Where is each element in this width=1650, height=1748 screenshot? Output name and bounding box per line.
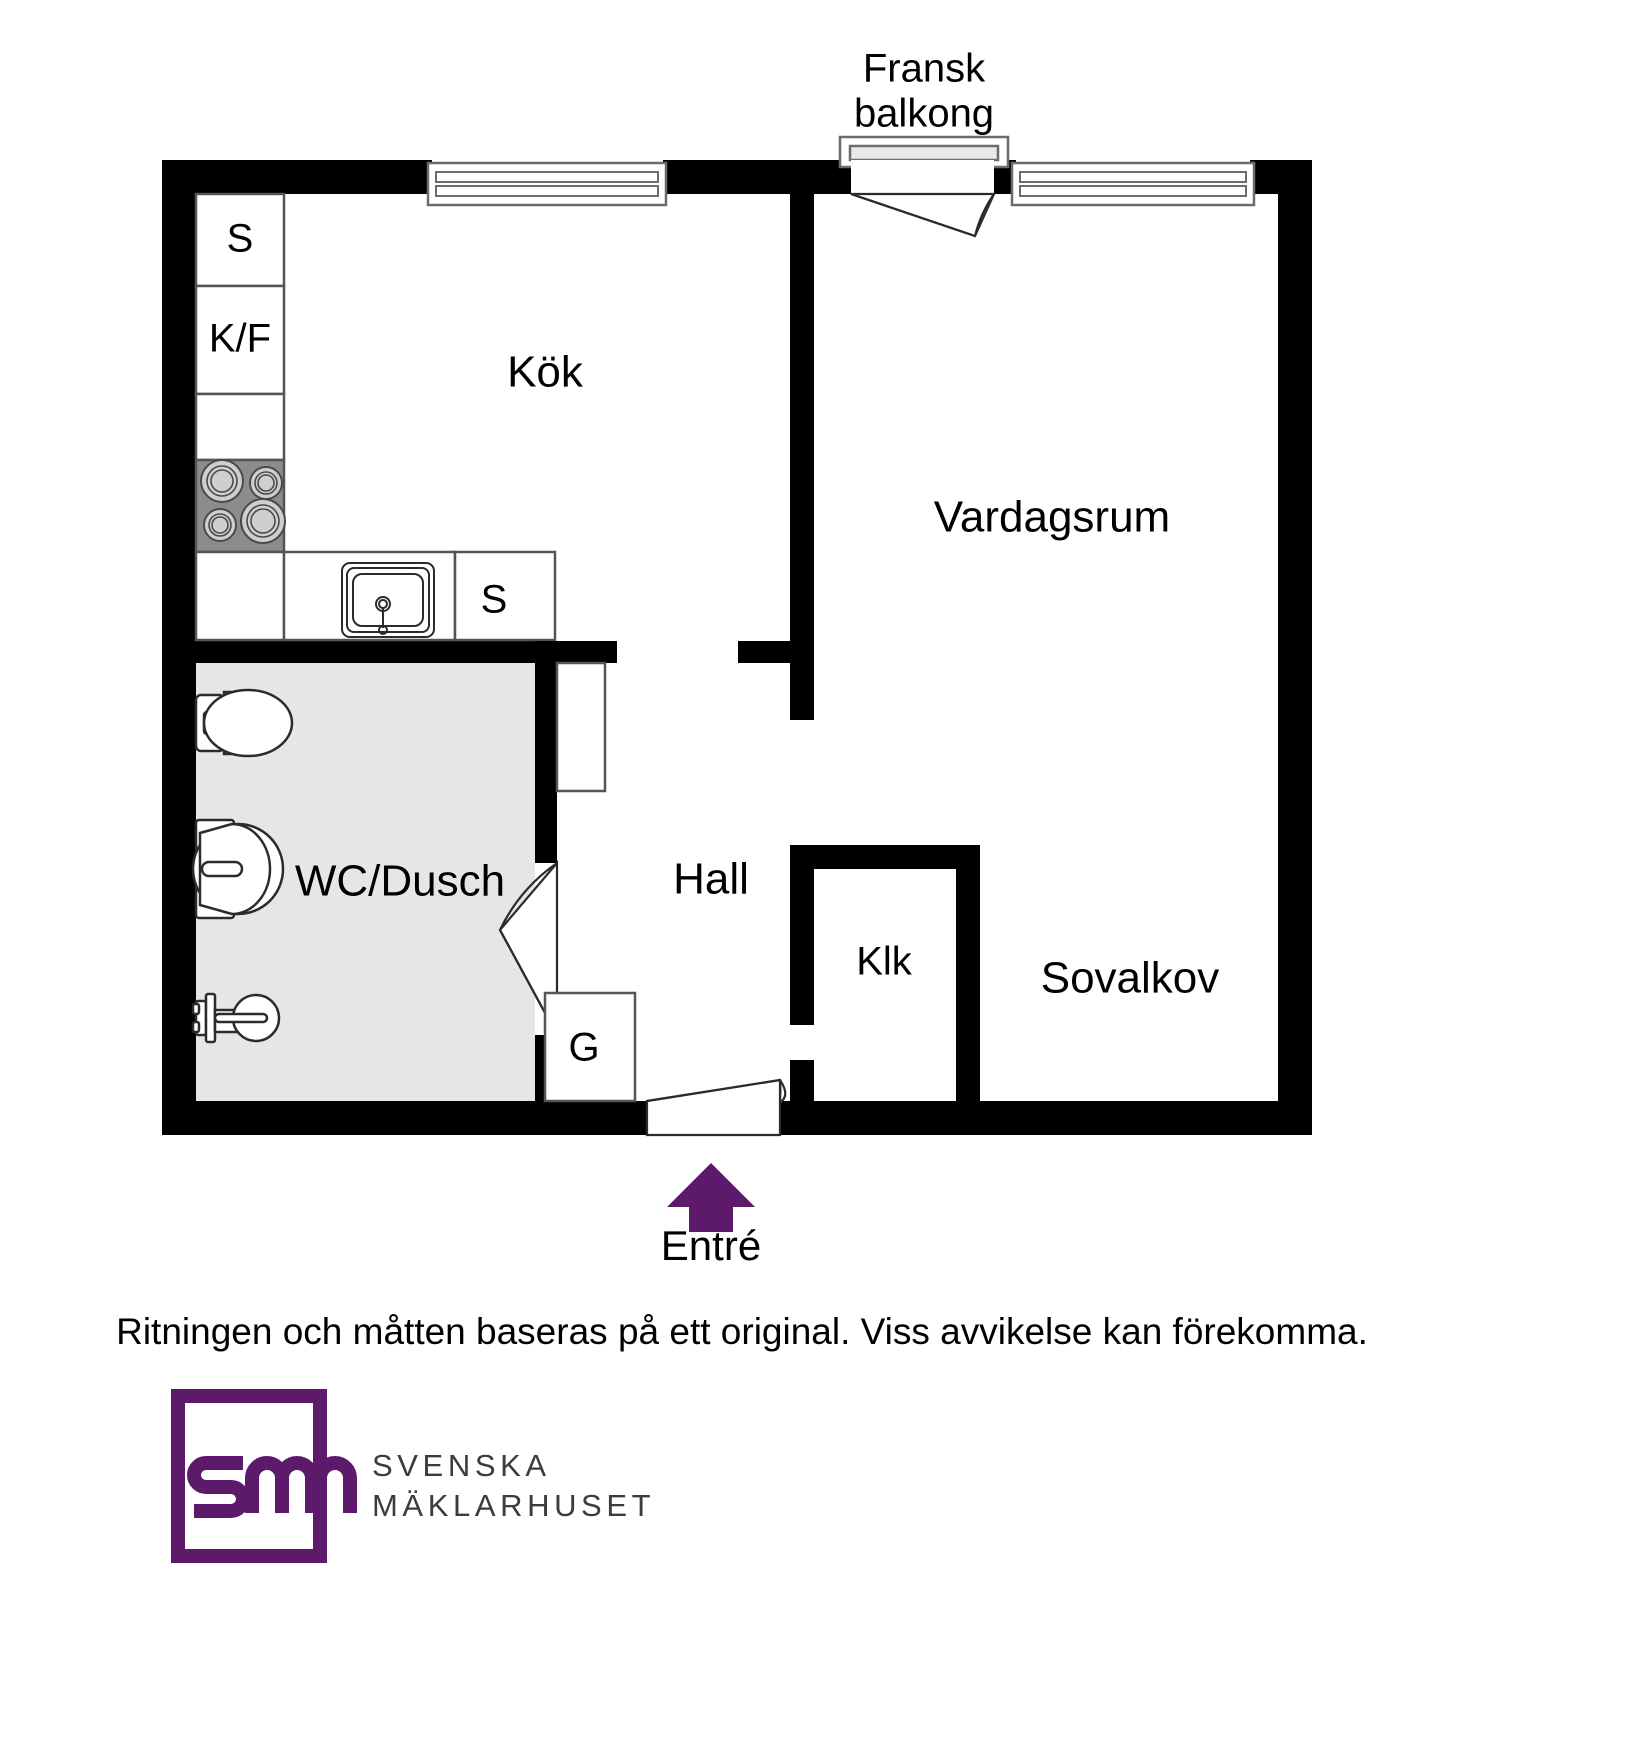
logo-letter-h xyxy=(313,1396,357,1513)
label-cabinet-s-top: S xyxy=(227,217,254,261)
entrance-arrow-icon xyxy=(667,1163,755,1232)
wash-basin xyxy=(191,818,285,920)
smh-logo: SVENSKA MÄKLARHUSET xyxy=(171,1389,655,1563)
label-cabinet-s-counter: S xyxy=(481,578,508,622)
shower-mixer xyxy=(191,992,281,1044)
wall-top-mid xyxy=(663,160,851,194)
french-balcony xyxy=(838,135,1010,238)
wall-living-stub xyxy=(738,641,814,663)
label-cabinet-kf: K/F xyxy=(209,317,271,361)
wall-kitchen-living xyxy=(790,160,814,720)
room-label-vardagsrum: Vardagsrum xyxy=(934,493,1170,542)
cabinet-s-counter xyxy=(453,550,557,642)
wall-bottom-left xyxy=(162,1101,647,1135)
wall-right xyxy=(1278,160,1312,1135)
kitchen-cabinet-run-left xyxy=(194,192,286,642)
kitchen-counter-run-bottom xyxy=(282,550,617,663)
room-label-hall: Hall xyxy=(673,855,749,904)
living-room-window xyxy=(1010,161,1256,207)
cabinet-lower-left xyxy=(194,550,286,642)
wall-bath-top xyxy=(162,641,617,663)
room-label-wc-dusch: WC/Dusch xyxy=(295,857,505,906)
cabinet-s-top xyxy=(194,192,286,288)
toilet xyxy=(194,688,294,758)
entrance-door xyxy=(645,1078,787,1137)
room-label-kok: Kök xyxy=(507,348,584,397)
logo-word-maklarhuset: MÄKLARHUSET xyxy=(372,1488,655,1523)
cabinet-plain xyxy=(194,392,286,462)
wall-top-pier xyxy=(994,160,1016,194)
balcony-label-line1: Fransk xyxy=(863,47,986,91)
logo-frame-icon xyxy=(171,1389,327,1563)
wall-hall-klk-left-lower xyxy=(790,1060,814,1135)
room-label-klk: Klk xyxy=(856,940,913,984)
cabinet-kf xyxy=(194,284,286,396)
hall-niche-upper xyxy=(555,661,607,793)
closet-g xyxy=(543,991,637,1103)
logo-letter-s xyxy=(187,1456,250,1518)
counter-edge-extension xyxy=(535,641,617,663)
kitchen-window xyxy=(426,161,668,207)
wall-hall-klk-left xyxy=(790,845,814,1025)
label-closet-g: G xyxy=(568,1026,599,1070)
wall-bath-right-upper xyxy=(535,641,557,863)
room-label-sovalkov: Sovalkov xyxy=(1041,954,1220,1003)
wall-klk-top xyxy=(790,845,980,869)
logo-letter-m xyxy=(245,1456,319,1513)
disclaimer-text: Ritningen och måtten baseras på ett orig… xyxy=(116,1311,1368,1352)
logo-word-svenska: SVENSKA xyxy=(372,1448,551,1483)
kitchen-sink xyxy=(341,562,435,638)
wall-top-left xyxy=(162,160,432,194)
wall-bottom-right xyxy=(780,1101,1312,1135)
wall-klk-right xyxy=(956,845,980,1135)
entrance-label: Entré xyxy=(661,1222,761,1269)
balcony-label-line2: balkong xyxy=(854,92,994,136)
